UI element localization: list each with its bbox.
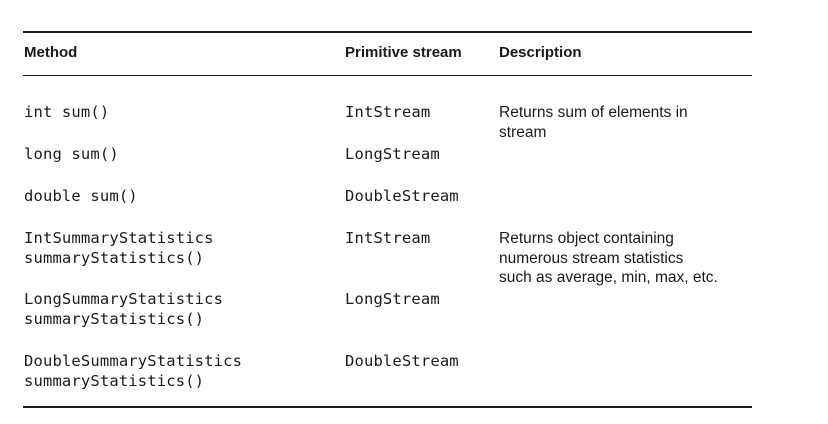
method-cell: IntSummaryStatistics summaryStatistics() — [24, 229, 214, 267]
stream-cell: LongStream — [345, 290, 440, 308]
stream-cell: DoubleStream — [345, 187, 459, 205]
description-cell: Returns sum of elements in stream — [499, 104, 688, 141]
method-cell: DoubleSummaryStatistics summaryStatistic… — [24, 352, 243, 390]
method-cell: int sum() — [24, 103, 110, 121]
method-cell: double sum() — [24, 187, 138, 205]
header-method: Method — [24, 44, 78, 61]
description-cell: Returns object containing numerous strea… — [499, 230, 718, 286]
stream-cell: DoubleStream — [345, 352, 459, 370]
header-primitive-stream: Primitive stream — [345, 44, 462, 61]
stream-cell: IntStream — [345, 103, 431, 121]
method-cell: LongSummaryStatistics summaryStatistics(… — [24, 290, 224, 328]
table-top-rule — [23, 31, 752, 33]
method-cell: long sum() — [24, 145, 119, 163]
header-description: Description — [499, 44, 582, 61]
header-rule — [23, 75, 752, 76]
stream-cell: IntStream — [345, 229, 431, 247]
table-bottom-rule — [23, 406, 752, 408]
stream-cell: LongStream — [345, 145, 440, 163]
